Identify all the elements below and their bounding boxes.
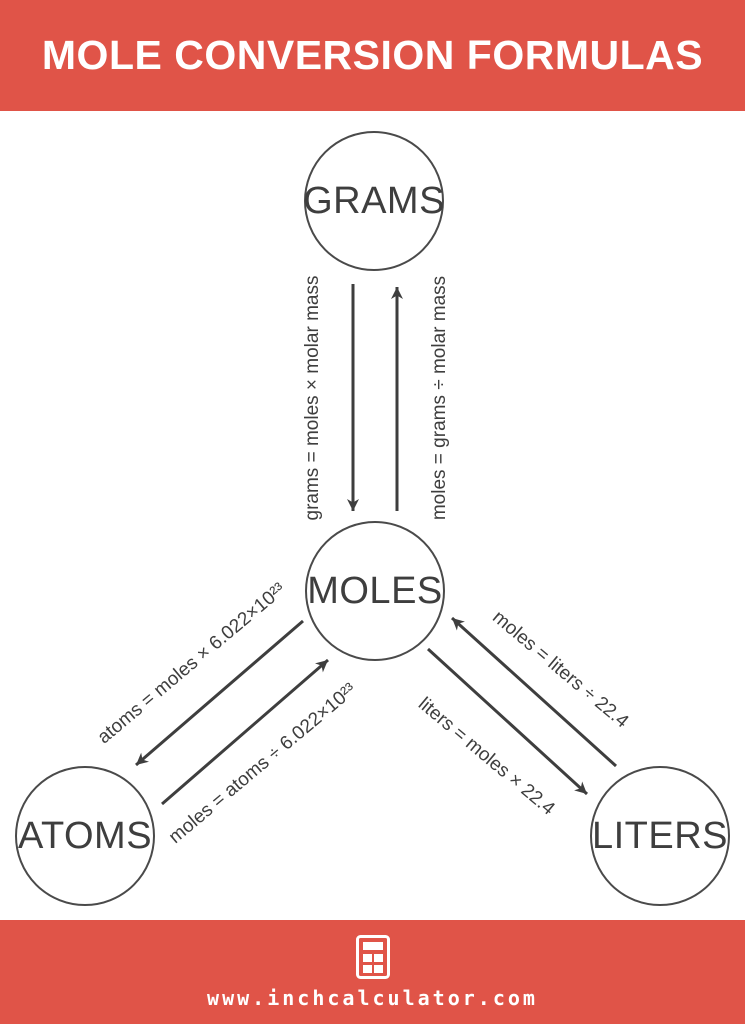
node-atoms-label: ATOMS: [17, 814, 153, 857]
node-moles-label: MOLES: [307, 569, 443, 612]
header-banner: MOLE CONVERSION FORMULAS: [0, 0, 745, 111]
node-moles: MOLES: [305, 521, 445, 661]
website-url: www.inchcalculator.com: [207, 985, 538, 1010]
formula-atoms-from-moles: atoms = moles × 6.022×10²³: [93, 579, 290, 749]
formula-moles-from-liters: moles = liters ÷ 22.4: [488, 606, 633, 733]
node-liters-label: LITERS: [591, 814, 729, 857]
page-title: MOLE CONVERSION FORMULAS: [41, 32, 704, 78]
formula-moles-from-atoms: moles = atoms ÷ 6.022×10²³: [164, 679, 361, 848]
node-grams-label: GRAMS: [303, 179, 445, 222]
calculator-icon: [355, 934, 390, 979]
footer-banner: www.inchcalculator.com: [0, 920, 745, 1024]
formula-moles-from-grams: moles = grams ÷ molar mass: [429, 275, 450, 521]
node-liters: LITERS: [590, 766, 730, 906]
node-grams: GRAMS: [303, 131, 445, 271]
node-atoms: ATOMS: [15, 766, 155, 906]
formula-liters-from-moles: liters = moles × 22.4: [414, 693, 559, 820]
formula-grams-from-moles: grams = moles × molar mass: [302, 275, 323, 521]
